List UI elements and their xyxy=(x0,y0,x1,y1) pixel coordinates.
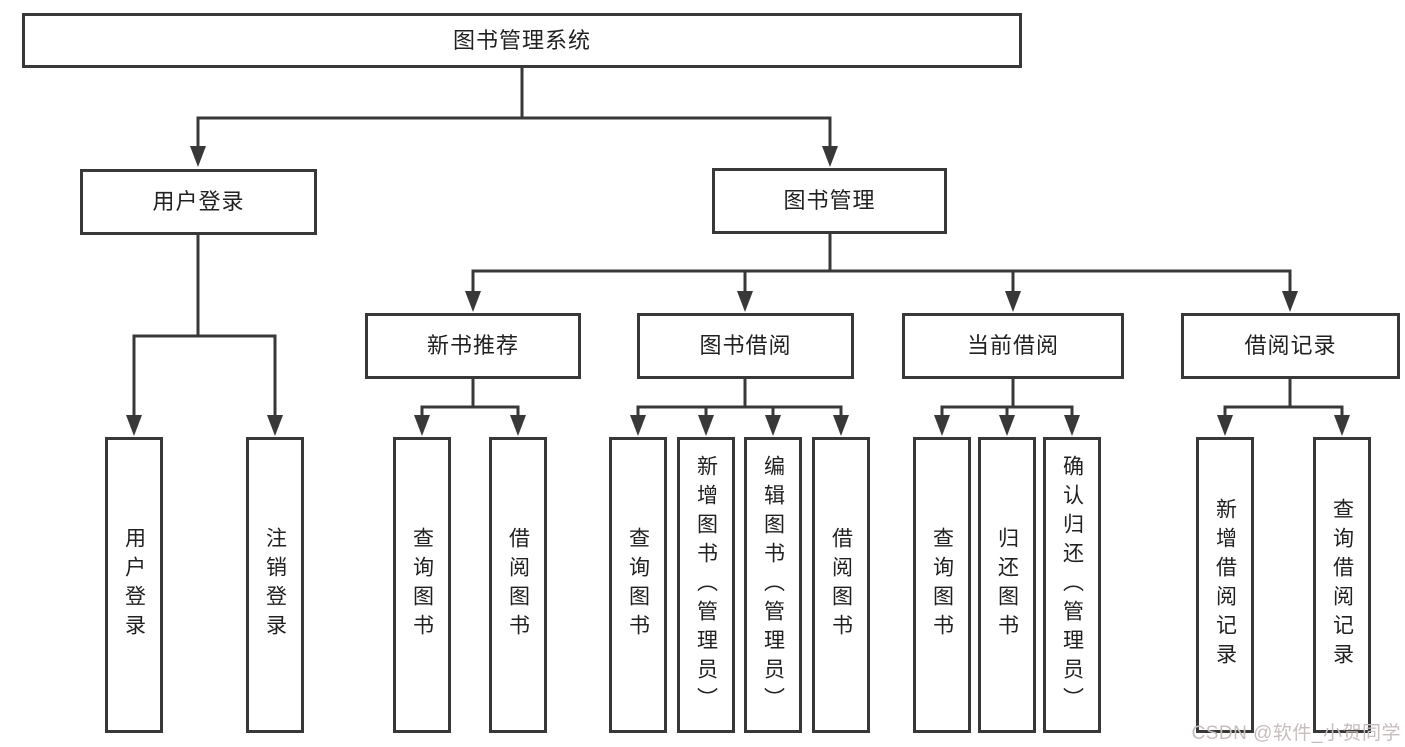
node-leaf-query-books-1: 查询图书 xyxy=(393,437,451,733)
node-current-borrow: 当前借阅 xyxy=(902,313,1124,379)
node-leaf-query-books-3: 查询图书 xyxy=(913,437,971,733)
watermark-text: CSDN @软件_小贺同学 xyxy=(1191,723,1401,744)
node-leaf-add-books: 新增图书（管理员） xyxy=(677,437,735,733)
node-leaf-add-borrow-record: 新增借阅记录 xyxy=(1196,437,1254,733)
node-leaf-return-books: 归还图书 xyxy=(978,437,1036,733)
node-leaf-query-borrow-record: 查询借阅记录 xyxy=(1313,437,1371,733)
node-new-book-rec: 新书推荐 xyxy=(365,313,581,379)
node-borrow-records: 借阅记录 xyxy=(1181,313,1400,379)
node-leaf-query-books-2: 查询图书 xyxy=(609,437,667,733)
node-user-login: 用户登录 xyxy=(80,169,317,235)
node-leaf-user-login: 用户登录 xyxy=(105,437,163,733)
node-leaf-logout: 注销登录 xyxy=(246,437,304,733)
node-leaf-confirm-return: 确认归还（管理员） xyxy=(1043,437,1101,733)
arrowheads xyxy=(126,146,1350,436)
node-book-borrow: 图书借阅 xyxy=(637,313,854,379)
node-leaf-edit-books: 编辑图书（管理员） xyxy=(744,437,802,733)
node-leaf-borrow-books-2: 借阅图书 xyxy=(812,437,870,733)
node-book-mgmt: 图书管理 xyxy=(712,168,947,234)
node-root: 图书管理系统 xyxy=(22,13,1022,68)
node-leaf-borrow-books-1: 借阅图书 xyxy=(489,437,547,733)
